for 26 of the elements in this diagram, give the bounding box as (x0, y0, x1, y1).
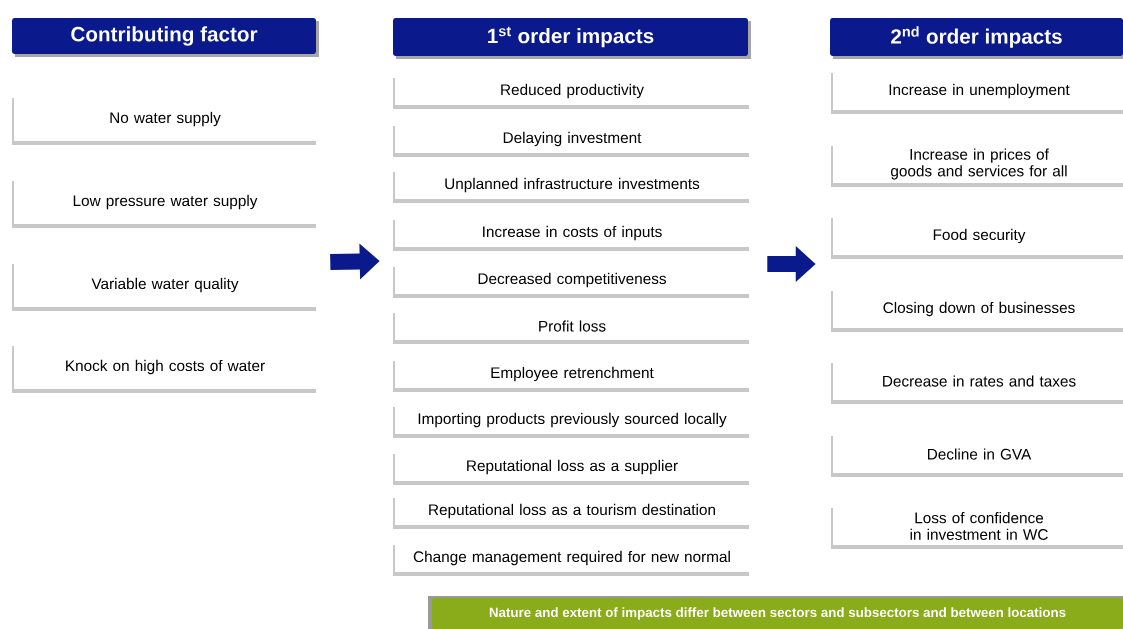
impact-box: Loss of confidence in investment in WC (831, 507, 1123, 549)
impact-box: Food security (831, 217, 1123, 259)
impact-box: Unplanned infrastructure investments (393, 171, 749, 203)
impact-box: Variable water quality (12, 263, 316, 311)
header-bar: Contributing factor (12, 18, 319, 57)
impact-box: Knock on high costs of water (12, 345, 316, 393)
impact-box: Reputational loss as a supplier (393, 453, 749, 485)
impact-box: Importing products previously sourced locally (393, 406, 749, 438)
impact-box: Employee retrenchment (393, 360, 749, 392)
impact-box: Increase in unemployment (831, 72, 1123, 114)
header-bar: 1$^{st}$ order impacts (393, 18, 751, 59)
impact-box: Decline in GVA (831, 435, 1123, 477)
impact-box: Reputational loss as a tourism destination (393, 497, 749, 529)
impact-box: Delaying investment (393, 125, 749, 157)
impact-box: No water supply (12, 97, 316, 145)
header-bar: 2$^{nd}$ order impacts (830, 18, 1123, 59)
impact-box: Profit loss (393, 312, 749, 344)
impact-box: Increase in costs of inputs (393, 219, 749, 251)
impact-box: Change management required for new normal (393, 544, 749, 576)
impact-box: Closing down of businesses (831, 290, 1123, 332)
impact-box: Decreased competitiveness (393, 266, 749, 298)
impact-box: Low pressure water supply (12, 180, 316, 228)
note-banner: Nature and extent of impacts differ between sectors and subsectors and between locations (428, 596, 1123, 629)
impact-box: Increase in prices of goods and services for all (831, 145, 1123, 187)
impact-box: Reduced productivity (393, 77, 749, 109)
impact-box: Decrease in rates and taxes (831, 362, 1123, 404)
